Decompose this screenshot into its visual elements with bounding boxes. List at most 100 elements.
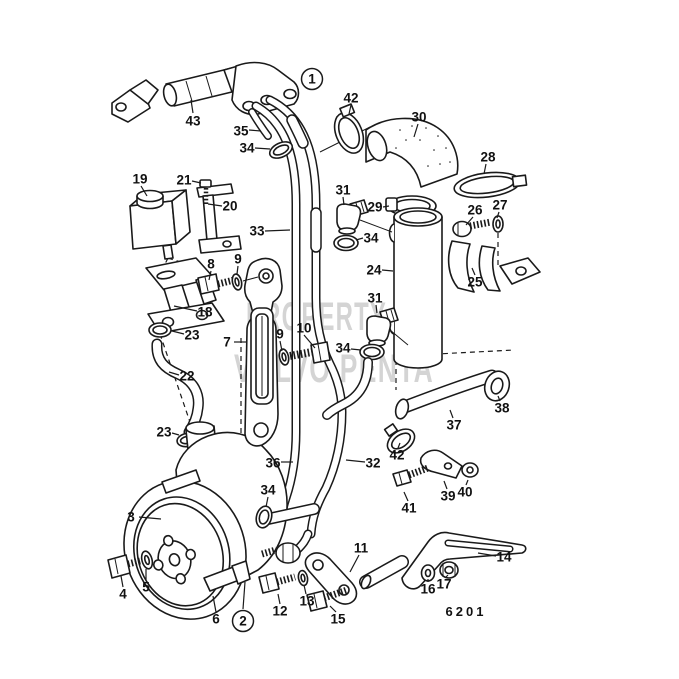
callout-number: 34 <box>239 141 255 156</box>
callout-leader <box>303 584 307 595</box>
callout-number: 32 <box>365 456 380 471</box>
flange-ring-38 <box>483 370 511 402</box>
callout-32: 32 <box>345 456 381 471</box>
reservoir-bracket-20 <box>196 183 242 254</box>
callout-leader <box>443 480 448 490</box>
callout-number: 28 <box>480 150 496 165</box>
callout-leader <box>138 516 162 520</box>
callout-number: 20 <box>222 199 237 214</box>
callout-33: 33 <box>249 224 291 239</box>
callout-11: 11 <box>349 541 369 573</box>
callout-10: 10 <box>296 321 316 349</box>
callout-number: 4 <box>119 587 127 602</box>
callout-27: 27 <box>492 198 508 219</box>
callout-leader <box>350 348 362 351</box>
callout-31: 31 <box>335 183 351 206</box>
callout-23: 23 <box>156 425 180 440</box>
callout-16: 16 <box>420 579 436 597</box>
callout-37: 37 <box>446 409 462 433</box>
callout-19: 19 <box>132 172 148 197</box>
bracket-39 <box>419 449 463 479</box>
callout-5: 5 <box>142 569 150 595</box>
callout-15: 15 <box>329 605 346 627</box>
washer-16 <box>420 564 436 582</box>
reservoir <box>129 189 191 260</box>
callout-34: 34 <box>335 341 362 356</box>
callout-number: 30 <box>411 110 426 125</box>
callout-2-circled: 2 <box>231 581 255 633</box>
callout-14: 14 <box>477 550 512 565</box>
callout-1-circled: 1 <box>300 67 324 91</box>
callout-number: 24 <box>366 263 382 278</box>
clamp-bracket-25 <box>447 240 541 293</box>
callout-leader <box>171 432 180 436</box>
callout-42: 42 <box>389 442 405 463</box>
callout-leader <box>140 185 148 197</box>
pipe-end-36 <box>262 503 320 525</box>
callout-leader <box>190 99 194 114</box>
bolt-15 <box>306 586 349 612</box>
elbow-fitting-31b <box>366 307 409 347</box>
callout-number: 1 <box>308 72 316 87</box>
screw-21 <box>199 179 212 204</box>
callout-9: 9 <box>234 252 242 275</box>
callout-12: 12 <box>272 593 288 619</box>
callout-number: 6 <box>212 612 220 627</box>
callout-40: 40 <box>457 479 473 500</box>
washer-9a <box>231 273 243 291</box>
callout-number: 8 <box>207 257 215 272</box>
hose-clamp-34a <box>268 141 294 159</box>
elbow-hose-30 <box>365 117 459 188</box>
callout-29: 29 <box>367 200 390 215</box>
callout-number: 34 <box>260 483 276 498</box>
callout-30: 30 <box>411 110 427 138</box>
callout-leader <box>355 237 364 241</box>
callout-13: 13 <box>299 584 315 609</box>
callout-42: 42 <box>343 91 359 115</box>
callout-number: 38 <box>494 401 510 416</box>
callout-number: 39 <box>440 489 455 504</box>
steering-cylinder <box>111 61 300 123</box>
link-sleeve <box>359 555 409 590</box>
callout-9: 9 <box>276 327 284 352</box>
hose-37 <box>394 369 499 420</box>
callout-leader <box>342 196 345 206</box>
callout-leader <box>345 459 366 463</box>
callout-number: 11 <box>354 541 369 556</box>
callout-34: 34 <box>260 483 276 508</box>
callout-number: 26 <box>467 203 483 218</box>
callout-34: 34 <box>355 231 379 246</box>
callout-number: 31 <box>335 183 351 198</box>
callout-leader <box>483 163 487 175</box>
callout-number: 17 <box>436 577 451 592</box>
belt-6 <box>161 469 251 592</box>
callout-leader <box>348 104 352 115</box>
hose-clamp-42a <box>333 103 365 154</box>
callout-number: 7 <box>223 335 231 350</box>
hose-22 <box>151 338 204 438</box>
callout-25: 25 <box>467 267 483 290</box>
callout-leader <box>277 593 281 605</box>
callout-leader <box>191 180 202 184</box>
callout-number: 21 <box>176 173 192 188</box>
callout-24: 24 <box>366 263 394 278</box>
hose-clamp-28 <box>453 171 528 199</box>
callout-number: 5 <box>142 580 150 595</box>
callout-number: 33 <box>249 224 265 239</box>
callout-number: 13 <box>299 594 315 609</box>
washer-9b <box>278 348 290 366</box>
callout-leader <box>397 442 401 449</box>
callout-leader <box>208 270 212 281</box>
callout-6: 6 <box>212 595 220 627</box>
bracket-11 <box>304 552 358 605</box>
elbow-fitting-31a <box>336 199 393 235</box>
hose-clamp-23a <box>148 322 172 338</box>
callout-number: 42 <box>343 91 358 106</box>
callout-43: 43 <box>185 99 201 129</box>
callout-leader <box>477 552 497 557</box>
callout-number: 12 <box>272 604 287 619</box>
callout-38: 38 <box>494 395 510 416</box>
